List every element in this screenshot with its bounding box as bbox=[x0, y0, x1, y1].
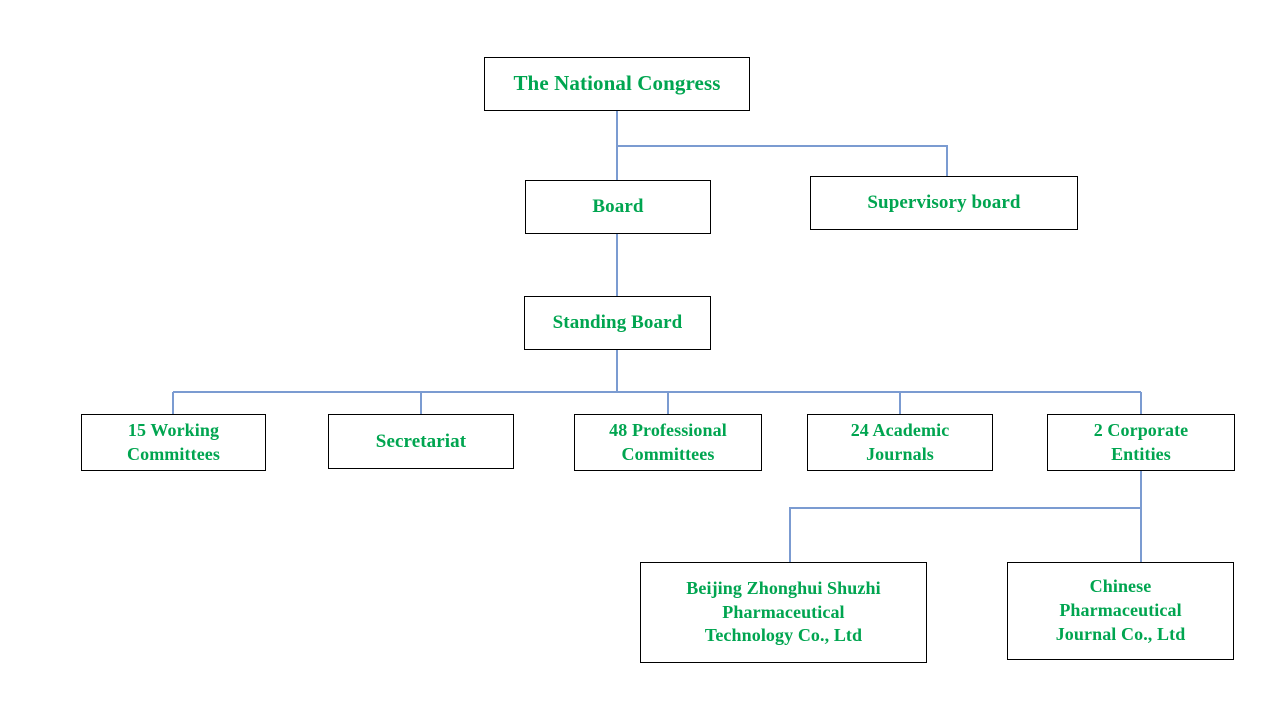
node-board[interactable]: Board bbox=[525, 180, 711, 234]
node-corporate-entities[interactable]: 2 Corporate Entities bbox=[1047, 414, 1235, 471]
node-secretariat[interactable]: Secretariat bbox=[328, 414, 514, 469]
node-national-congress[interactable]: The National Congress bbox=[484, 57, 750, 111]
node-working-committees[interactable]: 15 Working Committees bbox=[81, 414, 266, 471]
node-beijing-zhonghui-pharmaceutical[interactable]: Beijing Zhonghui Shuzhi Pharmaceutical T… bbox=[640, 562, 927, 663]
node-chinese-pharmaceutical-journal[interactable]: Chinese Pharmaceutical Journal Co., Ltd bbox=[1007, 562, 1234, 660]
node-standing-board[interactable]: Standing Board bbox=[524, 296, 711, 350]
edge-corporate-to-beijing-zhonghui bbox=[789, 507, 1141, 562]
node-supervisory-board[interactable]: Supervisory board bbox=[810, 176, 1078, 230]
node-academic-journals[interactable]: 24 Academic Journals bbox=[807, 414, 993, 471]
node-professional-committees[interactable]: 48 Professional Committees bbox=[574, 414, 762, 471]
edge-congress-to-supervisory bbox=[617, 145, 948, 176]
